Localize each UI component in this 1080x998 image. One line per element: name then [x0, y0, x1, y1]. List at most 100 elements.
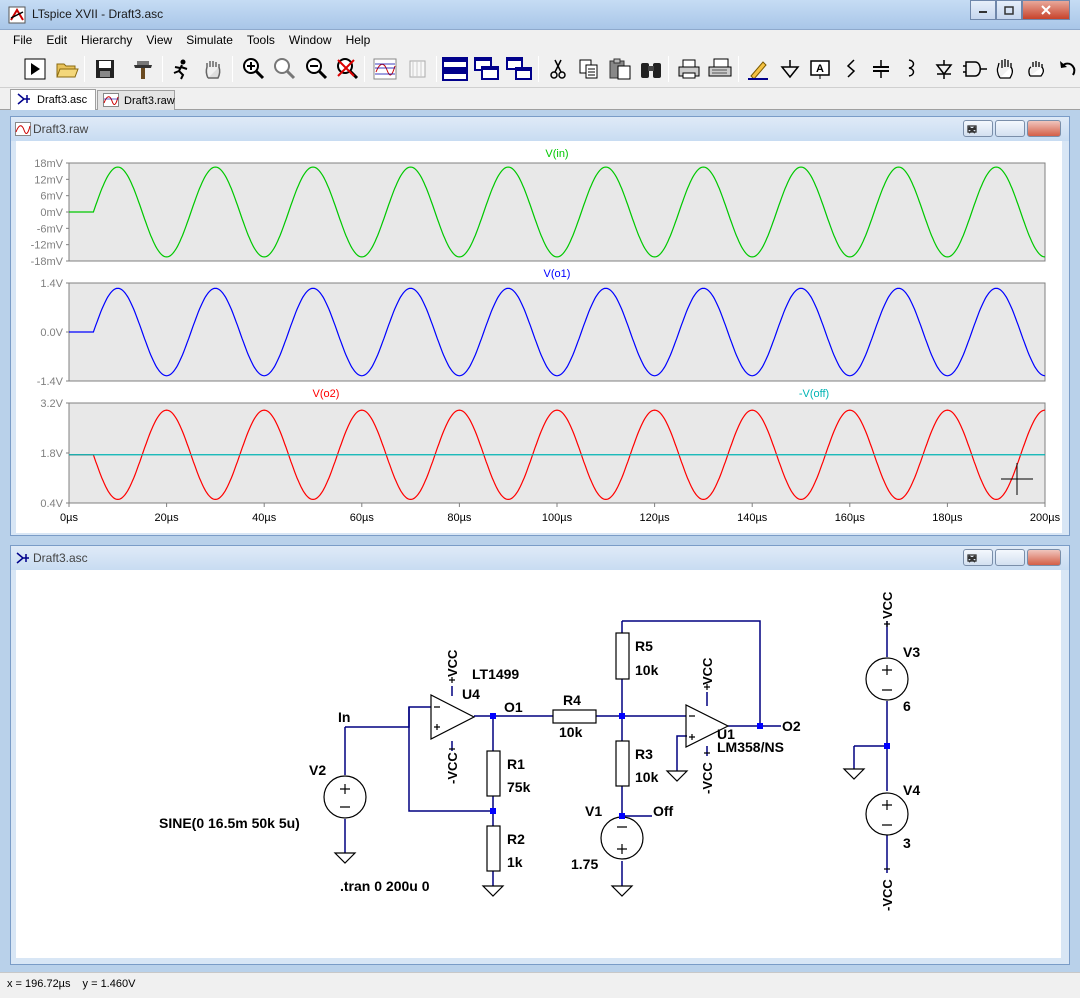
plot-minimize-button[interactable] — [963, 120, 993, 137]
schematic-close-button[interactable] — [968, 549, 1061, 566]
menu-help[interactable]: Help — [345, 33, 371, 47]
cut-icon — [550, 59, 566, 79]
menu-simulate[interactable]: Simulate — [186, 33, 233, 47]
source-v4 — [865, 792, 909, 836]
move-hand-icon — [996, 59, 1014, 79]
undo-icon — [1060, 61, 1076, 76]
autorange-button[interactable] — [372, 56, 398, 82]
y-tick-label: 0.4V — [40, 498, 63, 510]
menu-file[interactable]: File — [13, 33, 33, 47]
tab-draft3-asc[interactable]: Draft3.asc — [10, 89, 96, 110]
zoom-out-button[interactable] — [303, 56, 329, 82]
pan-hand-button[interactable] — [200, 56, 226, 82]
toolbar-separator — [538, 56, 539, 82]
plot-window-titlebar: Draft3.raw — [11, 117, 1069, 141]
paste-button[interactable] — [607, 56, 633, 82]
trace-title[interactable]: V(o2) — [313, 388, 340, 400]
opamp-u1-symbol — [685, 704, 730, 748]
menu-tools[interactable]: Tools — [246, 33, 275, 47]
zoom-area-button[interactable] — [271, 56, 297, 82]
label-u4: U4 — [462, 686, 480, 702]
menu-hierarchy[interactable]: Hierarchy — [81, 33, 133, 47]
plot-close-button[interactable] — [968, 120, 1061, 137]
net-label-off: Off — [653, 803, 674, 819]
ltspice-app-icon — [8, 6, 26, 24]
open-button[interactable] — [54, 56, 80, 82]
y-tick-label: -18mV — [31, 256, 64, 268]
copy-button[interactable] — [576, 56, 602, 82]
zoom-fit-button[interactable] — [334, 56, 360, 82]
x-tick-label: 40µs — [252, 512, 277, 524]
x-tick-label: 200µs — [1030, 512, 1061, 524]
trace-title[interactable]: V(in) — [545, 148, 568, 160]
wire-pencil-button[interactable] — [745, 56, 771, 82]
schematic-drawing[interactable]: In O1 O2 Off V2 SINE(0 16.5m 50k 5u) LT1… — [16, 570, 1061, 958]
tab-label: Draft3.asc — [37, 94, 88, 106]
component-button[interactable] — [962, 56, 988, 82]
junction-dot — [619, 713, 625, 719]
drag-hand-button[interactable] — [1024, 56, 1050, 82]
cascade-button[interactable] — [474, 56, 500, 82]
trace-title[interactable]: V(o1) — [544, 268, 571, 280]
print-button[interactable] — [676, 56, 702, 82]
close-button[interactable] — [1022, 0, 1070, 20]
menu-edit[interactable]: Edit — [46, 33, 68, 47]
plot-maximize-button[interactable] — [967, 120, 1025, 137]
schematic-icon — [16, 552, 29, 564]
inductor-button[interactable] — [898, 56, 924, 82]
capacitor-button[interactable] — [868, 56, 894, 82]
ground-button[interactable] — [777, 56, 803, 82]
schematic-canvas[interactable]: In O1 O2 Off V2 SINE(0 16.5m 50k 5u) LT1… — [16, 570, 1061, 958]
diode-button[interactable] — [931, 56, 957, 82]
undo-button[interactable] — [1054, 56, 1080, 82]
resistor-button[interactable] — [838, 56, 864, 82]
pane-vo1: 1.4V0.0V-1.4VV(o1) — [37, 268, 1046, 388]
minimize-button[interactable] — [970, 0, 996, 20]
tile-horizontal-button[interactable] — [442, 56, 468, 82]
window-title: LTspice XVII - Draft3.asc — [32, 7, 164, 21]
menu-window[interactable]: Window — [288, 33, 332, 47]
wire — [345, 706, 431, 728]
label-vcc-v3: VCC — [880, 591, 895, 619]
label-nvcc-u1: -VCC — [700, 762, 715, 794]
value-r4: 10k — [559, 724, 583, 740]
pane-frame — [68, 162, 1046, 262]
schematic-maximize-button[interactable] — [967, 549, 1025, 566]
ground-symbol — [610, 885, 634, 897]
menu-view[interactable]: View — [146, 33, 173, 47]
print-setup-icon — [708, 58, 732, 77]
schematic-window: Draft3.asc — [10, 545, 1070, 965]
trace-title[interactable]: -V(off) — [799, 388, 829, 400]
find-button[interactable] — [638, 56, 664, 82]
cut-button[interactable] — [545, 56, 571, 82]
restore-button[interactable] — [996, 0, 1022, 20]
move-hand-button[interactable] — [993, 56, 1019, 82]
wire — [622, 620, 781, 727]
tab-draft3-raw[interactable]: Draft3.raw — [97, 90, 175, 110]
cascade-icon — [474, 57, 499, 80]
toolbar-separator — [232, 56, 233, 82]
control-panel-button[interactable] — [130, 56, 156, 82]
grid-button[interactable] — [404, 56, 430, 82]
resistor-icon — [846, 59, 856, 78]
run-button[interactable] — [22, 56, 48, 82]
wire — [676, 735, 687, 771]
supply-minus-mark — [449, 748, 890, 870]
x-tick-label: 80µs — [447, 512, 472, 524]
run-halt-button[interactable] — [168, 56, 194, 82]
zoom-area-icon — [274, 58, 296, 80]
save-button[interactable] — [92, 56, 118, 82]
junction-dot — [884, 743, 890, 749]
tile-vertical-button[interactable] — [506, 56, 532, 82]
print-setup-button[interactable] — [707, 56, 733, 82]
label-nvcc-u4: -VCC — [445, 752, 460, 784]
value-r5: 10k — [635, 662, 659, 678]
zoom-in-button[interactable] — [240, 56, 266, 82]
label-button[interactable]: A — [807, 56, 833, 82]
source-v1-polarity — [617, 826, 627, 854]
